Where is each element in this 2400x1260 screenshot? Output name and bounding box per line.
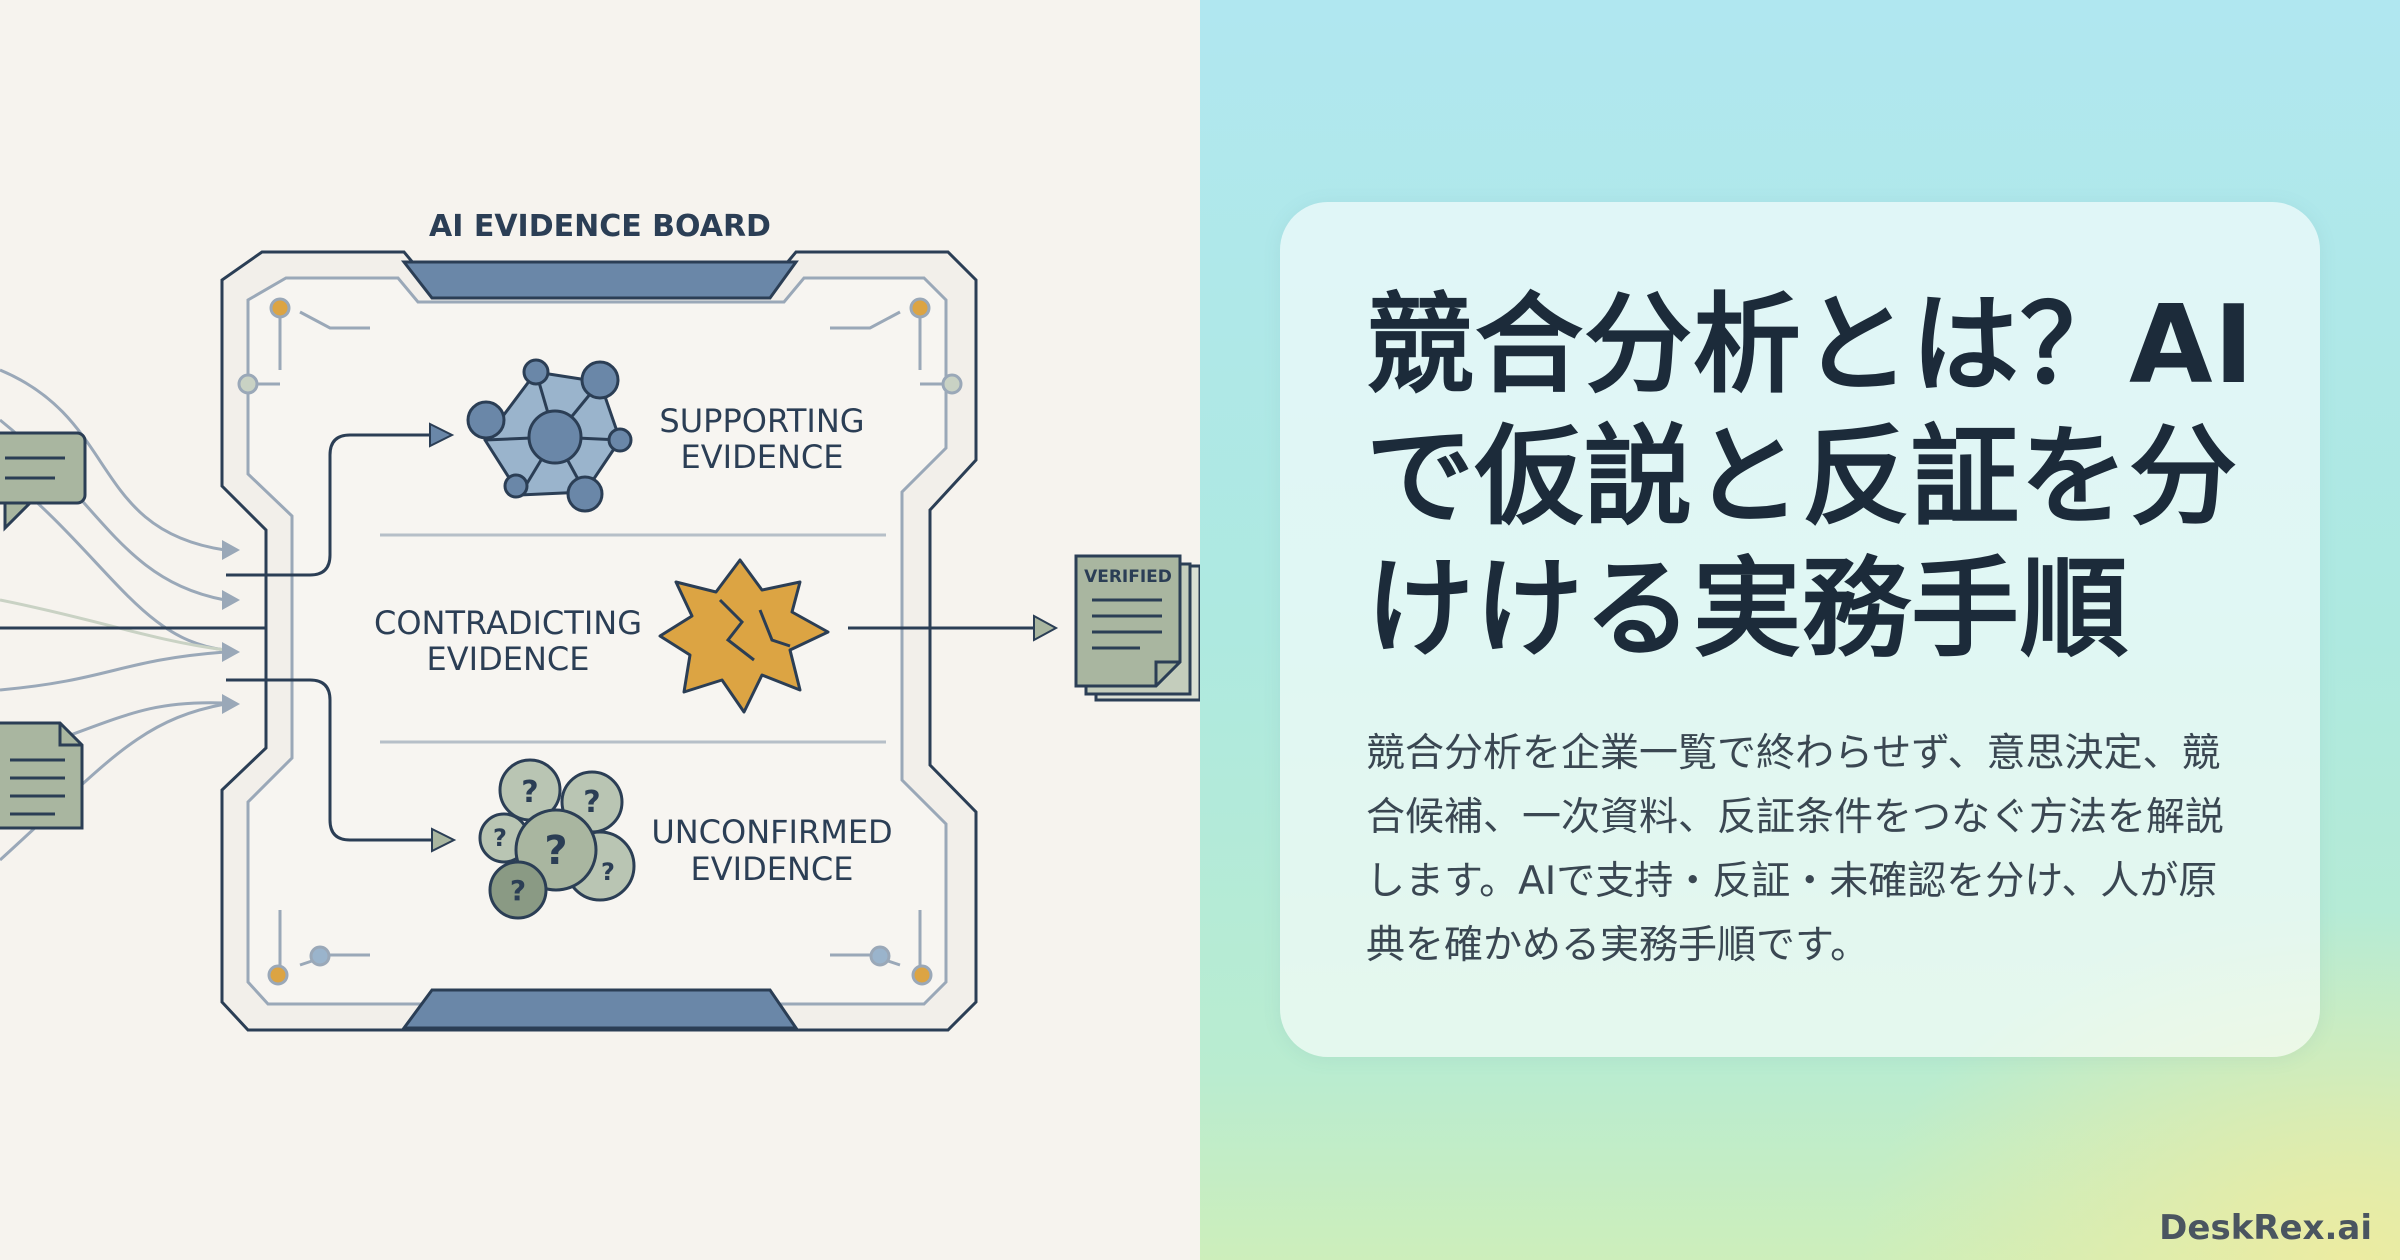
question-mark-3: ? bbox=[493, 824, 507, 852]
arrowhead-unconfirmed bbox=[431, 827, 457, 853]
unconfirmed-label-line2: EVIDENCE bbox=[691, 850, 854, 888]
text-panel: 競合分析とは？AIで仮説と反証を分けける実務手順 競合分析を企業一覧で終わらせず… bbox=[1200, 0, 2400, 1260]
illustration-panel: AI EVIDENCE BOARD bbox=[0, 0, 1200, 1260]
circuit-nodes bbox=[237, 297, 963, 986]
arrowhead-supporting bbox=[429, 422, 455, 448]
article-card: 競合分析とは？AIで仮説と反証を分けける実務手順 競合分析を企業一覧で終わらせず… bbox=[1280, 202, 2320, 1057]
board-frame-inner bbox=[246, 276, 948, 1006]
verified-label: VERIFIED bbox=[1084, 567, 1172, 587]
evidence-board-illustration: AI EVIDENCE BOARD bbox=[0, 209, 1200, 1032]
question-mark-6: ? bbox=[510, 874, 526, 907]
incoming-arrowheads bbox=[222, 540, 240, 714]
article-description: 競合分析を企業一覧で終わらせず、意思決定、競合候補、一次資料、反証条件をつなぐ方… bbox=[1366, 731, 2225, 968]
board-bottom-tab bbox=[401, 988, 799, 1030]
network-cluster-icon bbox=[466, 358, 633, 513]
contradicting-label-line1b: EVIDENCE bbox=[427, 640, 590, 678]
question-cloud-icon bbox=[478, 758, 636, 920]
unconfirmed-label-line1: UNCONFIRMED bbox=[651, 813, 892, 851]
arrowhead-verified bbox=[1033, 614, 1059, 642]
brand-logo-text: DeskRex.ai bbox=[2159, 1208, 2372, 1248]
question-mark-1: ? bbox=[521, 775, 538, 810]
arrow-to-supporting bbox=[226, 433, 430, 577]
contradicting-label-line1: CONTRADICTING bbox=[374, 604, 642, 642]
supporting-label-line1: SUPPORTING bbox=[659, 402, 864, 440]
question-mark-2: ? bbox=[583, 785, 600, 820]
supporting-label-line2: EVIDENCE bbox=[681, 438, 844, 476]
board-title: AI EVIDENCE BOARD bbox=[429, 209, 771, 244]
conflict-burst-icon bbox=[658, 558, 830, 714]
board-top-tab bbox=[400, 260, 799, 300]
chat-bubble-icon bbox=[0, 431, 87, 532]
arrow-to-unconfirmed bbox=[226, 678, 432, 842]
document-icon bbox=[0, 721, 84, 830]
verified-document-stack-icon bbox=[1074, 554, 1200, 702]
question-mark-4: ? bbox=[544, 828, 567, 874]
question-mark-5: ? bbox=[601, 858, 615, 886]
article-title: 競合分析とは？AIで仮説と反証を分けける実務手順 bbox=[1366, 283, 2255, 672]
